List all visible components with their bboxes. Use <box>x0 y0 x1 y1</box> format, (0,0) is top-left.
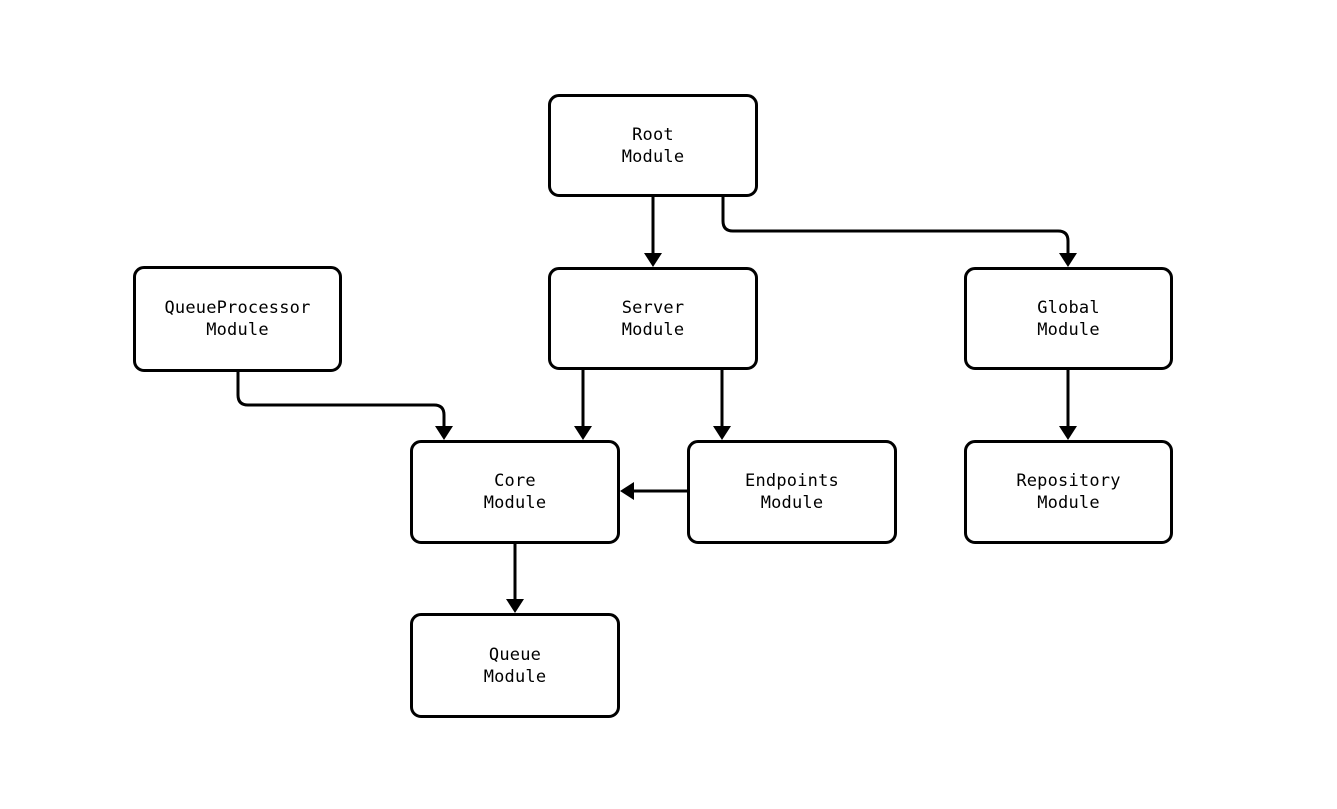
arrowhead-core-to-queue <box>506 599 524 613</box>
node-label-server: Server Module <box>621 297 685 340</box>
node-label-queueprocessor: QueueProcessor Module <box>164 298 311 340</box>
node-queueprocessor[interactable]: QueueProcessor Module <box>133 266 342 372</box>
node-label-global: Global Module <box>1037 297 1100 340</box>
node-label-endpoints: Endpoints Module <box>745 471 839 513</box>
node-global[interactable]: Global Module <box>964 267 1173 370</box>
node-label-repository: Repository Module <box>1016 471 1121 513</box>
arrowhead-queueprocessor-to-core <box>435 426 453 440</box>
arrowhead-global-to-repository <box>1059 426 1077 440</box>
node-endpoints[interactable]: Endpoints Module <box>687 440 897 544</box>
node-label-root: Root Module <box>621 124 685 167</box>
arrowhead-server-to-core <box>574 426 592 440</box>
node-server[interactable]: Server Module <box>548 267 758 370</box>
edges-group <box>236 197 1070 608</box>
node-root[interactable]: Root Module <box>548 94 758 197</box>
node-label-queue: Queue Module <box>483 644 547 687</box>
arrowhead-root-to-server <box>644 253 662 267</box>
edge-root-to-global <box>721 197 1070 262</box>
node-label-core: Core Module <box>483 471 547 513</box>
node-repository[interactable]: Repository Module <box>964 440 1173 544</box>
edge-queueprocessor-to-core <box>236 372 446 435</box>
arrowhead-endpoints-to-core <box>620 482 634 500</box>
node-queue[interactable]: Queue Module <box>410 613 620 718</box>
node-core[interactable]: Core Module <box>410 440 620 544</box>
arrowhead-root-to-global <box>1059 253 1077 267</box>
arrowhead-server-to-endpoints <box>713 426 731 440</box>
